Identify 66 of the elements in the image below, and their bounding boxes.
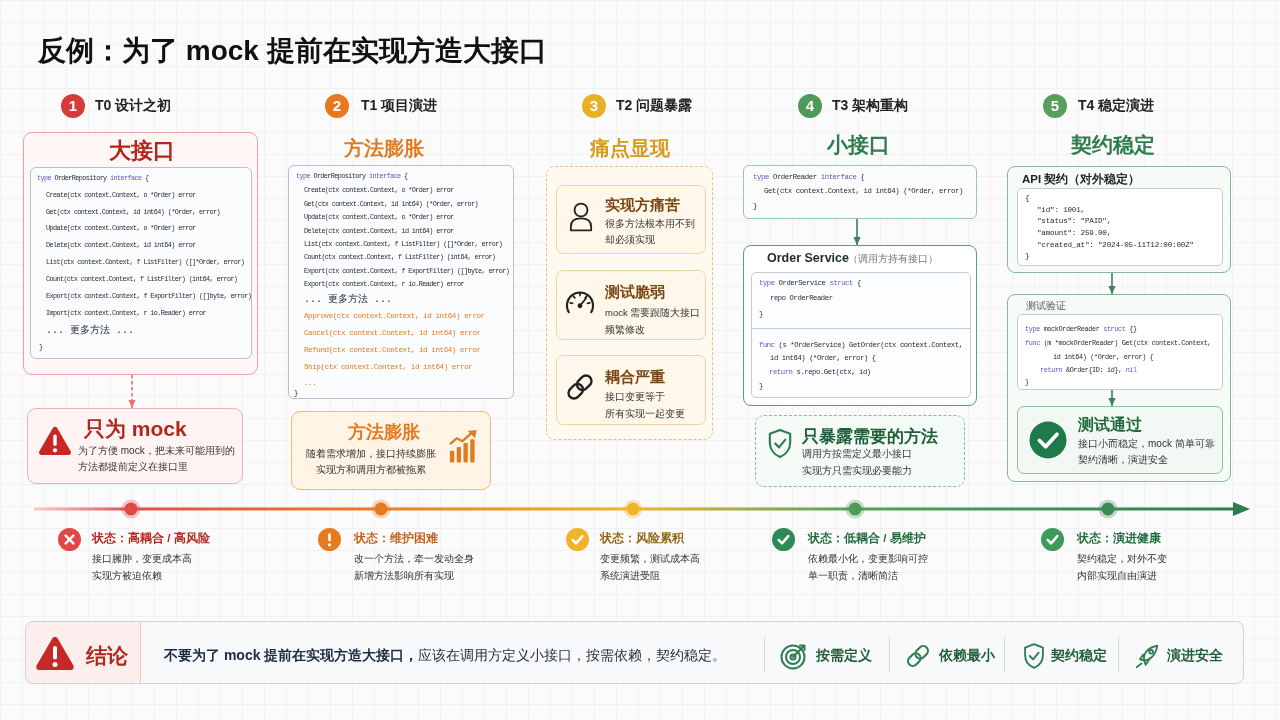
status-text: 接口臃肿，变更成本高实现方被迫依赖 — [92, 551, 193, 583]
panel-title: 测试验证 — [1026, 299, 1066, 313]
panel — [1007, 294, 1231, 482]
card-title: 测试脆弱 — [605, 282, 665, 302]
warning-card — [27, 408, 243, 484]
number-badge: 2 — [325, 94, 349, 118]
status-label: 状态：风险累积 — [600, 531, 684, 546]
status-text: 契约稳定，对外不变内部实现自由演进 — [1077, 551, 1168, 583]
code-box — [751, 272, 971, 398]
status-text: 依赖最小化，变更影响可控单一职责，清晰简洁 — [808, 551, 929, 583]
panel-title: API 契约（对外稳定） — [1022, 171, 1141, 187]
step-title: T3 架构重构 — [832, 97, 909, 115]
arrow — [1108, 389, 1116, 407]
status-text: 变更频繁，测试成本高系统演进受阻 — [600, 551, 701, 583]
card-title: 实现方痛苦 — [605, 195, 680, 215]
conclusion-text: 不要为了 mock 提前在实现方造大接口，应该在调用方定义小接口，按需依赖，契约稳定。 — [164, 647, 727, 665]
card-text: 接口变更等于所有实现一起变更 — [605, 390, 686, 421]
number-badge: 4 — [798, 94, 822, 118]
column-heading: 方法膨胀 — [344, 136, 424, 161]
dashed-card — [755, 415, 965, 487]
status-label: 状态：维护困难 — [354, 531, 438, 546]
panel-heading: 大接口 — [108, 137, 175, 165]
panel-title: Order Service — [767, 251, 849, 267]
arrow — [1108, 272, 1116, 295]
panel-subtitle: （调用方持有接口） — [848, 252, 938, 266]
step-title: T2 问题暴露 — [616, 97, 693, 115]
column-heading: 痛点显现 — [590, 136, 670, 161]
card-title: 只暴露需要的方法 — [802, 425, 938, 447]
status-label: 状态：高耦合 / 高风险 — [92, 531, 210, 546]
card-title: 测试通过 — [1078, 415, 1142, 435]
arrow — [853, 218, 861, 246]
card-text: 随着需求增加，接口持续膨胀实现方和调用方都被拖累 — [305, 447, 437, 477]
panel — [743, 245, 977, 406]
card-text: 为了方便 mock，把未来可能用到的方法都提前定义在接口里 — [78, 444, 236, 474]
conclusion-bar — [25, 621, 1244, 684]
info-card — [556, 185, 706, 254]
card-text: 很多方法根本用不到却必须实现 — [605, 216, 696, 247]
card-text: 接口小而稳定，mock 简单可靠契约清晰，演进安全 — [1078, 437, 1216, 467]
step-title: T1 项目演进 — [361, 97, 438, 115]
arrow — [128, 374, 136, 409]
info-card — [556, 355, 706, 425]
keyword-label: 按需定义 — [816, 647, 872, 665]
column-heading: 契约稳定 — [1071, 132, 1155, 158]
number-badge: 1 — [61, 94, 85, 118]
number-badge: 3 — [582, 94, 606, 118]
card-title: 方法膨胀 — [348, 421, 420, 444]
success-card — [1017, 406, 1223, 474]
status-label: 状态：演进健康 — [1077, 531, 1161, 546]
step-title: T0 设计之初 — [95, 97, 172, 115]
status-label: 状态：低耦合 / 易维护 — [808, 531, 926, 546]
keyword-label: 演进安全 — [1167, 647, 1223, 665]
keyword-label: 依赖最小 — [939, 647, 995, 665]
column-heading: 小接口 — [826, 132, 890, 158]
card-title: 耦合严重 — [605, 367, 665, 387]
keyword-label: 契约稳定 — [1051, 647, 1107, 665]
title: 反例：为了 mock 提前在实现方造大接口 — [38, 33, 547, 68]
card-text: 调用方按需定义最小接口实现方只需实现必要能力 — [802, 446, 913, 478]
info-card — [556, 270, 706, 340]
card-text: mock 需要跟随大接口频繁修改 — [605, 305, 702, 337]
number-badge: 5 — [1043, 94, 1067, 118]
panel — [23, 132, 258, 375]
card-title: 只为 mock — [84, 416, 187, 442]
status-text: 改一个方法，牵一发动全身新增方法影响所有实现 — [354, 551, 475, 583]
conclusion-label: 结论 — [86, 642, 128, 669]
step-title: T4 稳定演进 — [1078, 97, 1155, 115]
info-card — [291, 411, 491, 490]
